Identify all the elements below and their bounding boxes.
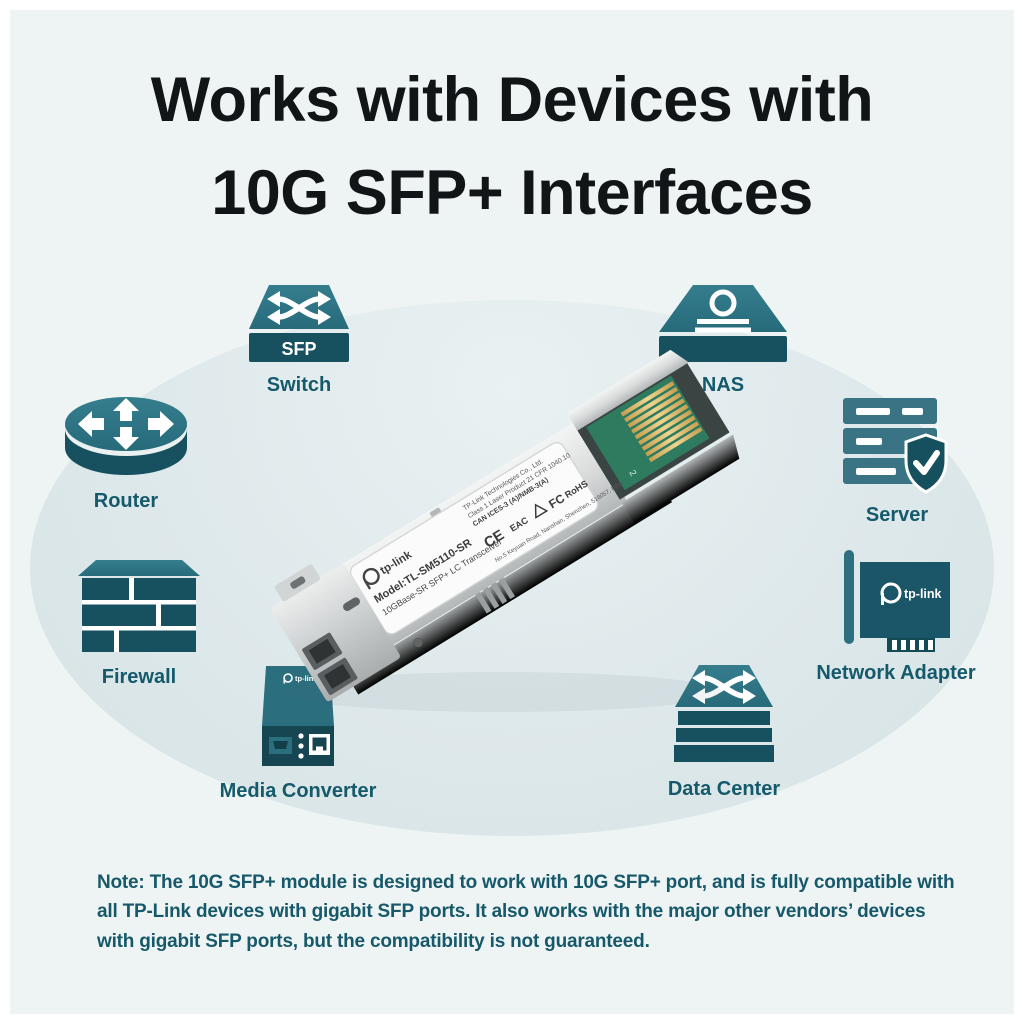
network-adapter-icon: tp-link <box>844 550 950 652</box>
device-label-router: Router <box>93 490 159 512</box>
tp-link-logo-text: tp-link <box>295 674 318 683</box>
device-label-firewall: Firewall <box>101 666 177 688</box>
cross-arrows-icon <box>267 291 331 325</box>
sfp-badge: SFP <box>281 339 316 359</box>
module-label: tp-link Model:TL-SM5110-SR 10GBase-SR SF… <box>349 442 625 635</box>
device-switch: SFP Switch <box>246 282 352 397</box>
device-media-converter: tp-link Media Converter <box>220 666 378 803</box>
media-converter-icon: tp-link <box>262 666 334 766</box>
data-center-icon <box>674 665 774 762</box>
cross-arrows-icon <box>692 670 756 704</box>
device-label-network-adapter: Network Adapter <box>816 662 976 684</box>
note-text: Note: The 10G SFP+ module is designed to… <box>97 872 955 952</box>
firewall-icon <box>78 560 200 652</box>
server-icon <box>843 398 948 494</box>
shield-check-icon <box>904 433 948 494</box>
page-title: Works with Devices with 10G SFP+ Interfa… <box>10 54 1014 239</box>
tp-link-logo-small: tp-link <box>283 673 318 684</box>
sfp-module-render: 2 tp-link Model:TL-SM5110-SR 10GBase-SR … <box>271 349 740 712</box>
device-label-switch: Switch <box>266 374 332 396</box>
device-label-media-converter: Media Converter <box>219 780 377 802</box>
device-router: Router <box>62 394 190 513</box>
device-network-adapter: tp-link Network Adapter <box>816 548 981 685</box>
tp-link-logo-text: tp-link <box>904 587 942 601</box>
device-label-server: Server <box>865 504 929 526</box>
device-nas: NAS <box>656 282 790 397</box>
device-firewall: Firewall <box>78 560 200 689</box>
tp-link-logo: tp-link <box>880 582 942 605</box>
sfp-module-photo: 2 tp-link Model:TL-SM5110-SR 10GBase-SR … <box>240 340 780 722</box>
gold-fingers <box>620 381 703 463</box>
device-server: Server <box>843 398 951 527</box>
device-label-data-center: Data Center <box>667 778 781 800</box>
device-label-nas: NAS <box>701 374 745 396</box>
emi-fingers <box>475 577 515 614</box>
compass-arrows-icon <box>78 398 174 450</box>
switch-icon: SFP <box>249 285 349 362</box>
title-line-1: Works with Devices with <box>150 65 874 135</box>
pci-pins <box>892 640 933 650</box>
title-line-2: 10G SFP+ Interfaces <box>211 157 813 228</box>
pcb-marking: 2 <box>627 468 638 478</box>
infographic-canvas: Works with Devices with 10G SFP+ Interfa… <box>10 10 1014 1014</box>
nas-icon <box>659 285 787 362</box>
device-data-center: Data Center <box>668 664 794 801</box>
lc-connector <box>271 564 400 702</box>
ethernet-port-icon <box>309 734 330 755</box>
router-icon <box>65 397 187 475</box>
